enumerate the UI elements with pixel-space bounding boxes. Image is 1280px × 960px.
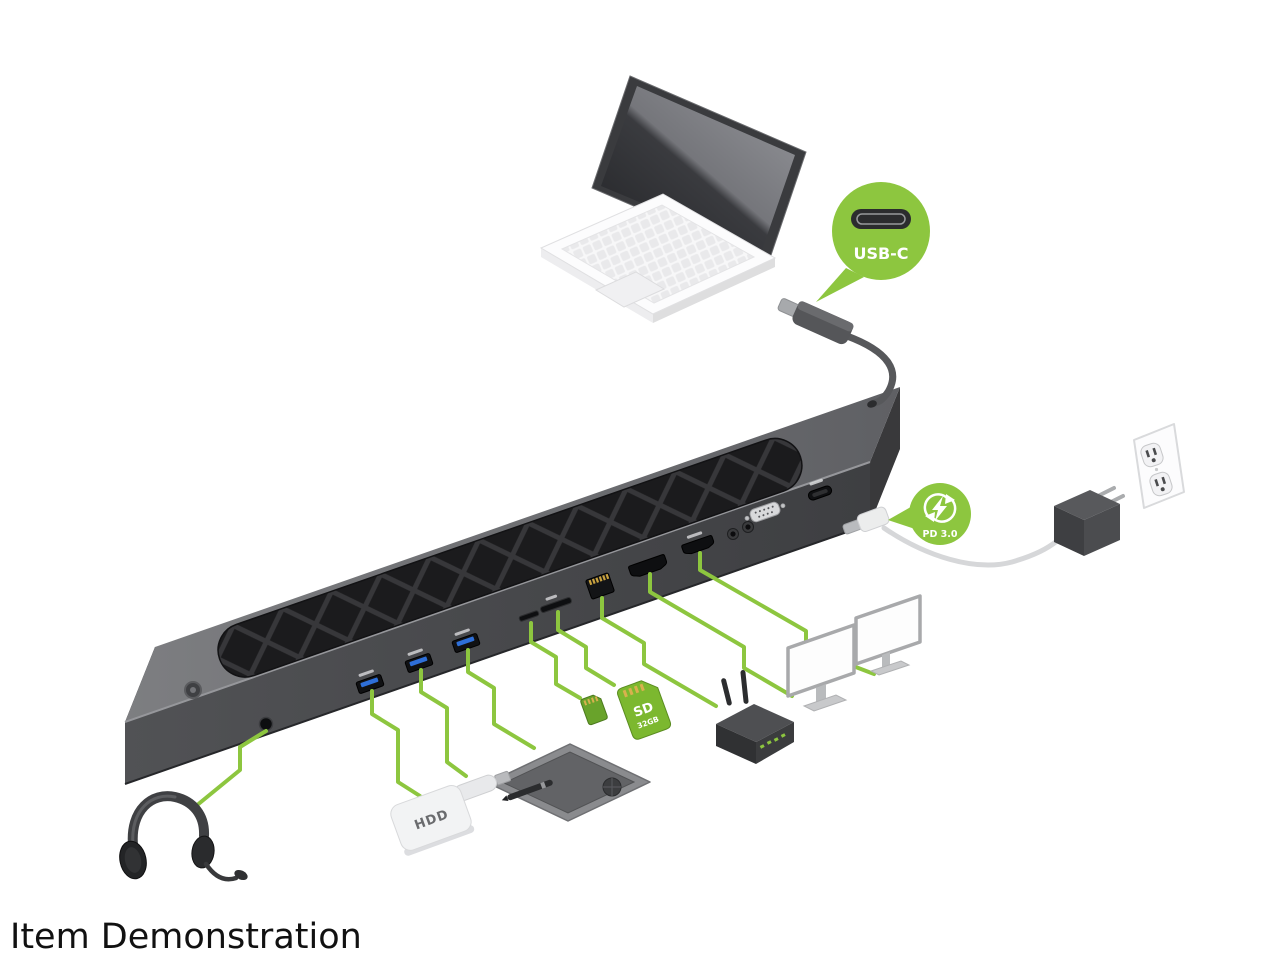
laptop xyxy=(539,75,807,323)
micro-sd-slot xyxy=(518,610,540,622)
port-label-icon xyxy=(454,628,470,636)
usb-c-plug xyxy=(777,298,854,345)
laptop-touchpad xyxy=(594,271,666,308)
router-leds xyxy=(759,733,786,749)
power-cable xyxy=(881,525,1060,568)
power-chain xyxy=(842,423,1185,568)
cable-hdd xyxy=(370,689,422,798)
pd-callout-label: PD 3.0 xyxy=(923,529,958,540)
tablet-buttons xyxy=(602,777,622,797)
sd-card-slot xyxy=(540,594,572,613)
usb-a-port xyxy=(355,669,385,694)
dock-front-face xyxy=(125,462,870,784)
caption: Item Demonstration xyxy=(10,917,362,957)
usb-a-port xyxy=(404,648,434,673)
docking-station xyxy=(124,387,900,785)
monitor-1 xyxy=(786,623,856,712)
mic-icon xyxy=(234,869,248,881)
outlet-socket xyxy=(1149,471,1173,497)
usb-c-cable xyxy=(777,298,897,408)
cable-sd xyxy=(556,610,616,687)
mic-boom xyxy=(203,861,239,882)
cable-micro-sd xyxy=(529,621,582,700)
usb-a-port xyxy=(451,628,481,653)
power-adapter xyxy=(1054,486,1125,556)
port-label-icon xyxy=(407,648,423,656)
cable-monitor-1 xyxy=(648,572,794,698)
pd-callout: PD 3.0 xyxy=(888,483,971,545)
usb-c-connector-icon xyxy=(851,209,911,229)
power-usb-c-plug xyxy=(842,506,890,535)
hdmi-port xyxy=(681,531,715,555)
cable-tablet xyxy=(466,648,536,750)
brand-logo-icon xyxy=(184,681,202,699)
vga-port xyxy=(744,501,786,523)
hdmi-port xyxy=(628,554,668,577)
cable-router xyxy=(600,596,718,708)
headphone-jack-port xyxy=(258,716,274,732)
dock-right-face xyxy=(870,387,900,524)
router-antenna xyxy=(740,670,749,704)
wall-outlet xyxy=(1133,423,1185,509)
wifi-router xyxy=(716,670,794,764)
usb-c-pd-port xyxy=(807,478,833,501)
micro-sd-card xyxy=(580,694,608,726)
portable-hdd: HDD xyxy=(390,785,475,856)
tablet-pen xyxy=(501,779,553,802)
headset xyxy=(119,791,248,882)
cable-headset xyxy=(194,729,268,808)
sd-card: SD 32GB xyxy=(617,680,672,740)
lightning-bolt-icon xyxy=(932,496,947,521)
audio-jack-port xyxy=(742,521,754,533)
graphics-tablet xyxy=(487,743,651,822)
connection-lines xyxy=(194,551,876,808)
usb-c-callout: USB-C xyxy=(816,182,930,302)
router-antenna xyxy=(721,678,732,706)
sd-card-label: SD xyxy=(632,700,656,721)
port-label-icon xyxy=(545,594,558,601)
port-label-icon xyxy=(358,669,374,677)
laptop-base xyxy=(539,193,777,323)
port-label-icon xyxy=(809,478,823,486)
pd-recycle-arrows-icon xyxy=(923,493,957,523)
audio-jack-port xyxy=(727,528,739,540)
outlet-socket xyxy=(1140,442,1164,468)
usb-c-callout-label: USB-C xyxy=(853,244,908,263)
ethernet-port xyxy=(585,572,615,600)
dock-rubber-pad xyxy=(217,437,803,678)
cable-flash-drive xyxy=(419,668,468,778)
monitor-2 xyxy=(854,594,922,676)
port-label-icon xyxy=(686,531,703,539)
